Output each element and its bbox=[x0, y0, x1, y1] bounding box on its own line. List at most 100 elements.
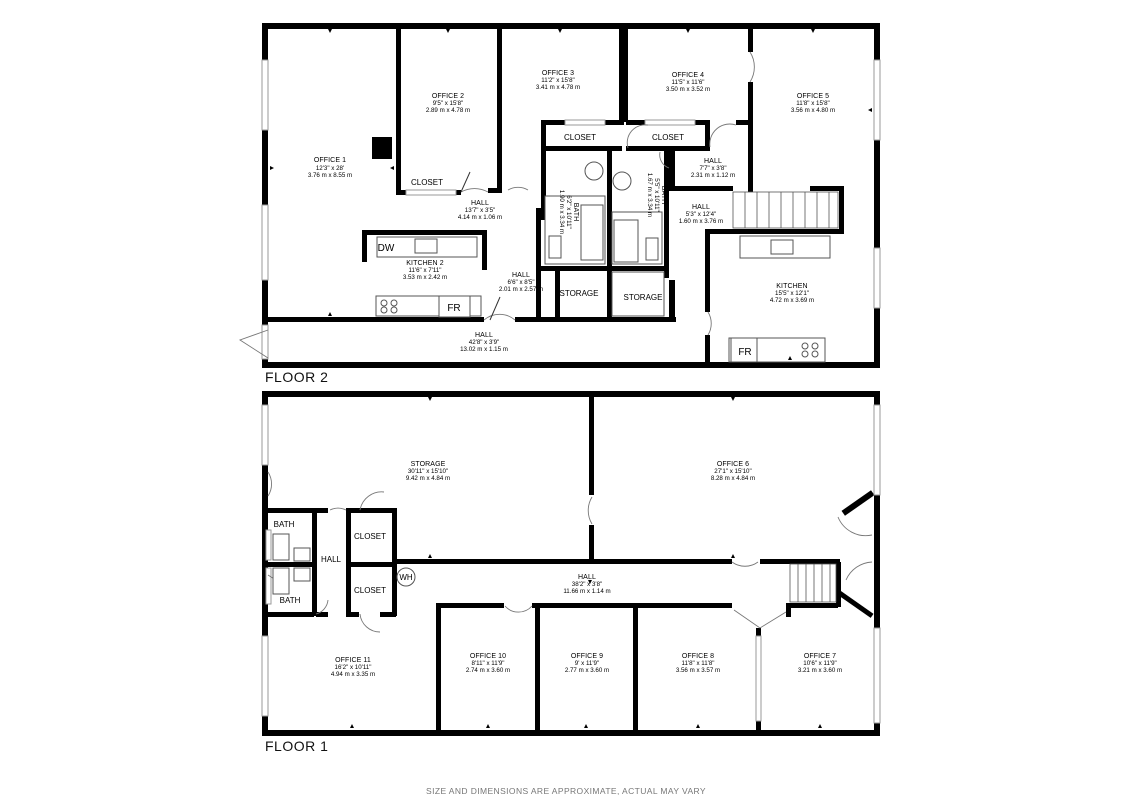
room-hall-b: HALL 6'6" x 8'5" 2.01 m x 2.57 m bbox=[499, 272, 543, 293]
svg-text:16'2" x 10'11": 16'2" x 10'11" bbox=[335, 664, 372, 671]
svg-text:11'8" x 15'8": 11'8" x 15'8" bbox=[796, 100, 829, 107]
svg-text:OFFICE 6: OFFICE 6 bbox=[717, 461, 749, 468]
svg-text:12'3" x 28': 12'3" x 28' bbox=[316, 165, 344, 172]
svg-text:1.67 m x 3.34 m: 1.67 m x 3.34 m bbox=[646, 173, 653, 217]
floor1-dimension-ticks bbox=[350, 397, 822, 728]
svg-text:9'5" x 15'8": 9'5" x 15'8" bbox=[433, 100, 464, 107]
svg-text:2.89 m x 4.78 m: 2.89 m x 4.78 m bbox=[426, 107, 470, 114]
fridge-kitchen-label: FR bbox=[738, 347, 751, 358]
room-office-10: OFFICE 10 8'11" x 11'9" 2.74 m x 3.60 m bbox=[466, 653, 510, 674]
water-heater-label: WH bbox=[399, 573, 413, 582]
floor1-windows bbox=[261, 404, 881, 724]
floor1-fixtures bbox=[272, 533, 837, 603]
dishwasher-label: DW bbox=[378, 243, 395, 254]
svg-text:2.77 m x 3.60 m: 2.77 m x 3.60 m bbox=[565, 667, 609, 674]
room-office-1: OFFICE 1 12'3" x 28' 3.76 m x 8.55 m bbox=[308, 157, 352, 179]
svg-text:OFFICE 2: OFFICE 2 bbox=[432, 93, 464, 100]
disclaimer-footer: SIZE AND DIMENSIONS ARE APPROXIMATE, ACT… bbox=[426, 786, 706, 796]
closet-office2-label: CLOSET bbox=[411, 178, 443, 187]
room-kitchen: KITCHEN 15'5" x 12'1" 4.72 m x 3.69 m bbox=[770, 283, 814, 304]
svg-text:7'7" x 3'8": 7'7" x 3'8" bbox=[699, 165, 726, 172]
room-bath-a: BATH 6'2" x 10'11" 1.90 m x 3.34 m bbox=[558, 190, 579, 234]
room-storage: STORAGE 30'11" x 15'10" 9.42 m x 4.84 m bbox=[406, 461, 450, 482]
svg-text:5'5" x 10'11": 5'5" x 10'11" bbox=[653, 178, 660, 211]
svg-text:27'1" x 15'10": 27'1" x 15'10" bbox=[714, 468, 751, 475]
svg-text:6'2" x 10'11": 6'2" x 10'11" bbox=[565, 195, 572, 228]
room-office-8: OFFICE 8 11'8" x 11'8" 3.56 m x 3.57 m bbox=[676, 653, 720, 674]
svg-text:3.50 m x 3.52 m: 3.50 m x 3.52 m bbox=[666, 86, 710, 93]
svg-text:OFFICE 5: OFFICE 5 bbox=[797, 93, 829, 100]
floor-2-label: FLOOR 2 bbox=[265, 369, 329, 385]
svg-text:3.21 m x 3.60 m: 3.21 m x 3.60 m bbox=[798, 667, 842, 674]
svg-text:HALL: HALL bbox=[471, 200, 489, 207]
room-office-9: OFFICE 9 9' x 11'9" 2.77 m x 3.60 m bbox=[565, 653, 609, 674]
svg-text:8.28 m x 4.84 m: 8.28 m x 4.84 m bbox=[711, 475, 755, 482]
storage-a-label: STORAGE bbox=[560, 289, 599, 298]
room-office-3: OFFICE 3 11'2" x 15'8" 3.41 m x 4.78 m bbox=[536, 70, 580, 91]
floor1-labels: STORAGE 30'11" x 15'10" 9.42 m x 4.84 m … bbox=[274, 461, 843, 678]
room-office-7: OFFICE 7 10'6" x 11'9" 3.21 m x 3.60 m bbox=[798, 653, 842, 674]
room-bath-b: BATH 5'5" x 10'11" 1.67 m x 3.34 m bbox=[646, 173, 667, 217]
bath-bottom-label: BATH bbox=[280, 596, 301, 605]
svg-text:OFFICE 1: OFFICE 1 bbox=[314, 157, 346, 164]
svg-text:11.66 m x 1.14 m: 11.66 m x 1.14 m bbox=[563, 588, 610, 595]
room-hall-a: HALL 13'7" x 3'5" 4.14 m x 1.06 m bbox=[458, 200, 502, 221]
svg-text:OFFICE 10: OFFICE 10 bbox=[470, 653, 506, 660]
svg-text:9' x 11'9": 9' x 11'9" bbox=[575, 660, 599, 667]
svg-text:4.72 m x 3.69 m: 4.72 m x 3.69 m bbox=[770, 297, 814, 304]
floor2-fixtures bbox=[375, 161, 839, 363]
svg-text:OFFICE 9: OFFICE 9 bbox=[571, 653, 603, 660]
room-hall-d: HALL 5'3" x 12'4" 1.60 m x 3.76 m bbox=[679, 204, 723, 225]
room-hall-main-floor2: HALL 42'8" x 3'9" 13.02 m x 1.15 m bbox=[460, 332, 508, 353]
closet-top-label: CLOSET bbox=[354, 532, 386, 541]
svg-text:OFFICE 8: OFFICE 8 bbox=[682, 653, 714, 660]
svg-text:3.76 m x 8.55 m: 3.76 m x 8.55 m bbox=[308, 172, 352, 179]
svg-text:OFFICE 11: OFFICE 11 bbox=[335, 657, 371, 664]
svg-text:4.94 m x 3.35 m: 4.94 m x 3.35 m bbox=[331, 671, 375, 678]
svg-text:5'3" x 12'4": 5'3" x 12'4" bbox=[686, 211, 717, 218]
room-hall-main-floor1: HALL 38'2" x 3'8" 11.66 m x 1.14 m bbox=[563, 574, 610, 595]
room-office-2: OFFICE 2 9'5" x 15'8" 2.89 m x 4.78 m bbox=[426, 93, 470, 114]
svg-text:STORAGE: STORAGE bbox=[411, 461, 446, 468]
svg-text:HALL: HALL bbox=[512, 272, 530, 279]
room-hall-c: HALL 7'7" x 3'8" 2.31 m x 1.12 m bbox=[691, 158, 735, 179]
svg-text:3.41 m x 4.78 m: 3.41 m x 4.78 m bbox=[536, 84, 580, 91]
svg-text:KITCHEN: KITCHEN bbox=[776, 283, 807, 290]
small-hall-label: HALL bbox=[321, 555, 342, 564]
svg-text:1.60 m x 3.76 m: 1.60 m x 3.76 m bbox=[679, 218, 723, 225]
floor2-dimension-ticks bbox=[270, 29, 872, 360]
storage-b-label: STORAGE bbox=[624, 293, 663, 302]
svg-text:13'7" x 3'5": 13'7" x 3'5" bbox=[465, 207, 496, 214]
svg-text:11'2" x 15'8": 11'2" x 15'8" bbox=[541, 77, 574, 84]
svg-text:11'8" x 11'8": 11'8" x 11'8" bbox=[681, 660, 714, 667]
svg-text:2.31 m x 1.12 m: 2.31 m x 1.12 m bbox=[691, 172, 735, 179]
svg-text:HALL: HALL bbox=[475, 332, 493, 339]
svg-text:13.02 m x 1.15 m: 13.02 m x 1.15 m bbox=[460, 346, 508, 353]
svg-text:1.90 m x 3.34 m: 1.90 m x 3.34 m bbox=[558, 190, 565, 234]
svg-text:10'6" x 11'9": 10'6" x 11'9" bbox=[803, 660, 836, 667]
svg-text:KITCHEN 2: KITCHEN 2 bbox=[406, 260, 443, 267]
svg-text:HALL: HALL bbox=[692, 204, 710, 211]
floor2-plan bbox=[238, 23, 881, 368]
room-office-4: OFFICE 4 11'5" x 11'6" 3.50 m x 3.52 m bbox=[666, 72, 710, 93]
room-office-11: OFFICE 11 16'2" x 10'11" 4.94 m x 3.35 m bbox=[331, 657, 375, 678]
svg-text:8'11" x 11'9": 8'11" x 11'9" bbox=[471, 660, 504, 667]
svg-text:11'5" x 11'6": 11'5" x 11'6" bbox=[671, 79, 704, 86]
svg-text:30'11" x 15'10": 30'11" x 15'10" bbox=[408, 468, 448, 475]
svg-text:OFFICE 7: OFFICE 7 bbox=[804, 653, 836, 660]
floor1-stairs bbox=[789, 563, 837, 603]
svg-text:2.74 m x 3.60 m: 2.74 m x 3.60 m bbox=[466, 667, 510, 674]
svg-text:OFFICE 3: OFFICE 3 bbox=[542, 70, 574, 77]
floor2-labels: OFFICE 1 12'3" x 28' 3.76 m x 8.55 m OFF… bbox=[308, 70, 835, 358]
floor2-outer-walls bbox=[262, 23, 880, 368]
svg-text:3.56 m x 4.80 m: 3.56 m x 4.80 m bbox=[791, 107, 835, 114]
svg-text:3.53 m x 2.42 m: 3.53 m x 2.42 m bbox=[403, 274, 447, 281]
svg-text:6'6" x 8'5": 6'6" x 8'5" bbox=[507, 279, 534, 286]
room-office-6: OFFICE 6 27'1" x 15'10" 8.28 m x 4.84 m bbox=[711, 461, 755, 482]
svg-text:11'6" x 7'11": 11'6" x 7'11" bbox=[408, 267, 441, 274]
svg-text:9.42 m x 4.84 m: 9.42 m x 4.84 m bbox=[406, 475, 450, 482]
fridge-kitchen2-label: FR bbox=[447, 303, 460, 314]
svg-text:42'8" x 3'9": 42'8" x 3'9" bbox=[469, 339, 500, 346]
svg-text:BATH: BATH bbox=[660, 186, 667, 205]
